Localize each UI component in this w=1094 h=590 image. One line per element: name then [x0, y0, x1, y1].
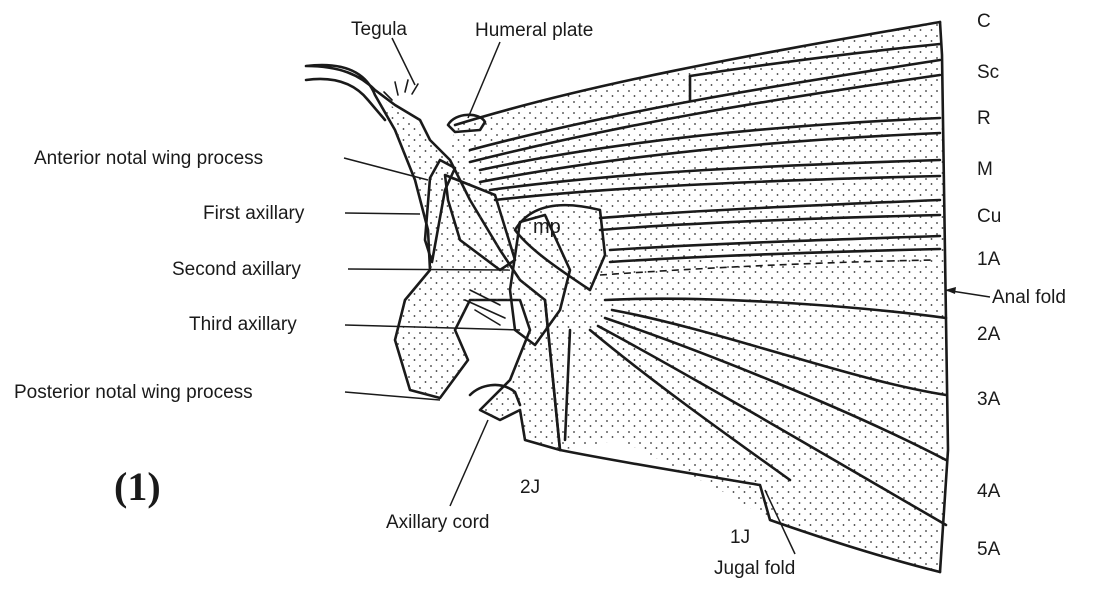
- label-third-axillary: Third axillary: [189, 314, 297, 335]
- label-second-axillary: Second axillary: [172, 259, 301, 280]
- label-axillary-cord: Axillary cord: [386, 512, 489, 533]
- label-posterior-notal-wing-process: Posterior notal wing process: [14, 382, 253, 403]
- vein-label-4a: 4A: [977, 481, 1001, 502]
- vein-label-m: M: [977, 159, 993, 180]
- vein-label-c: C: [977, 11, 991, 32]
- label-anterior-notal-wing-process: Anterior notal wing process: [34, 148, 263, 169]
- vein-label-2a: 2A: [977, 324, 1001, 345]
- vein-label-r: R: [977, 108, 991, 129]
- leader-tegula: [392, 38, 415, 85]
- vein-label-3a: 3A: [977, 389, 1001, 410]
- label-first-axillary: First axillary: [203, 203, 305, 224]
- label-anal-fold: Anal fold: [992, 287, 1066, 308]
- label-humeral-plate: Humeral plate: [475, 20, 593, 41]
- vein-label-cu: Cu: [977, 206, 1001, 227]
- leader-humeral-plate: [468, 42, 500, 118]
- vein-label-1a: 1A: [977, 249, 1001, 270]
- label-jugal-fold: Jugal fold: [714, 558, 795, 579]
- label-mp: mp: [533, 216, 561, 238]
- label-1j: 1J: [730, 527, 750, 548]
- panel-number: (1): [114, 464, 161, 509]
- label-tegula: Tegula: [351, 19, 407, 40]
- vein-label-5a: 5A: [977, 539, 1001, 560]
- leader-first-axillary: [345, 213, 420, 214]
- leader-axillary-cord: [450, 420, 488, 506]
- leader-second-axillary: [348, 269, 510, 270]
- vein-label-sc: Sc: [977, 62, 999, 83]
- vein-labels: C Sc R M Cu 1A 2A 3A 4A 5A: [977, 11, 1001, 560]
- label-2j: 2J: [520, 477, 540, 498]
